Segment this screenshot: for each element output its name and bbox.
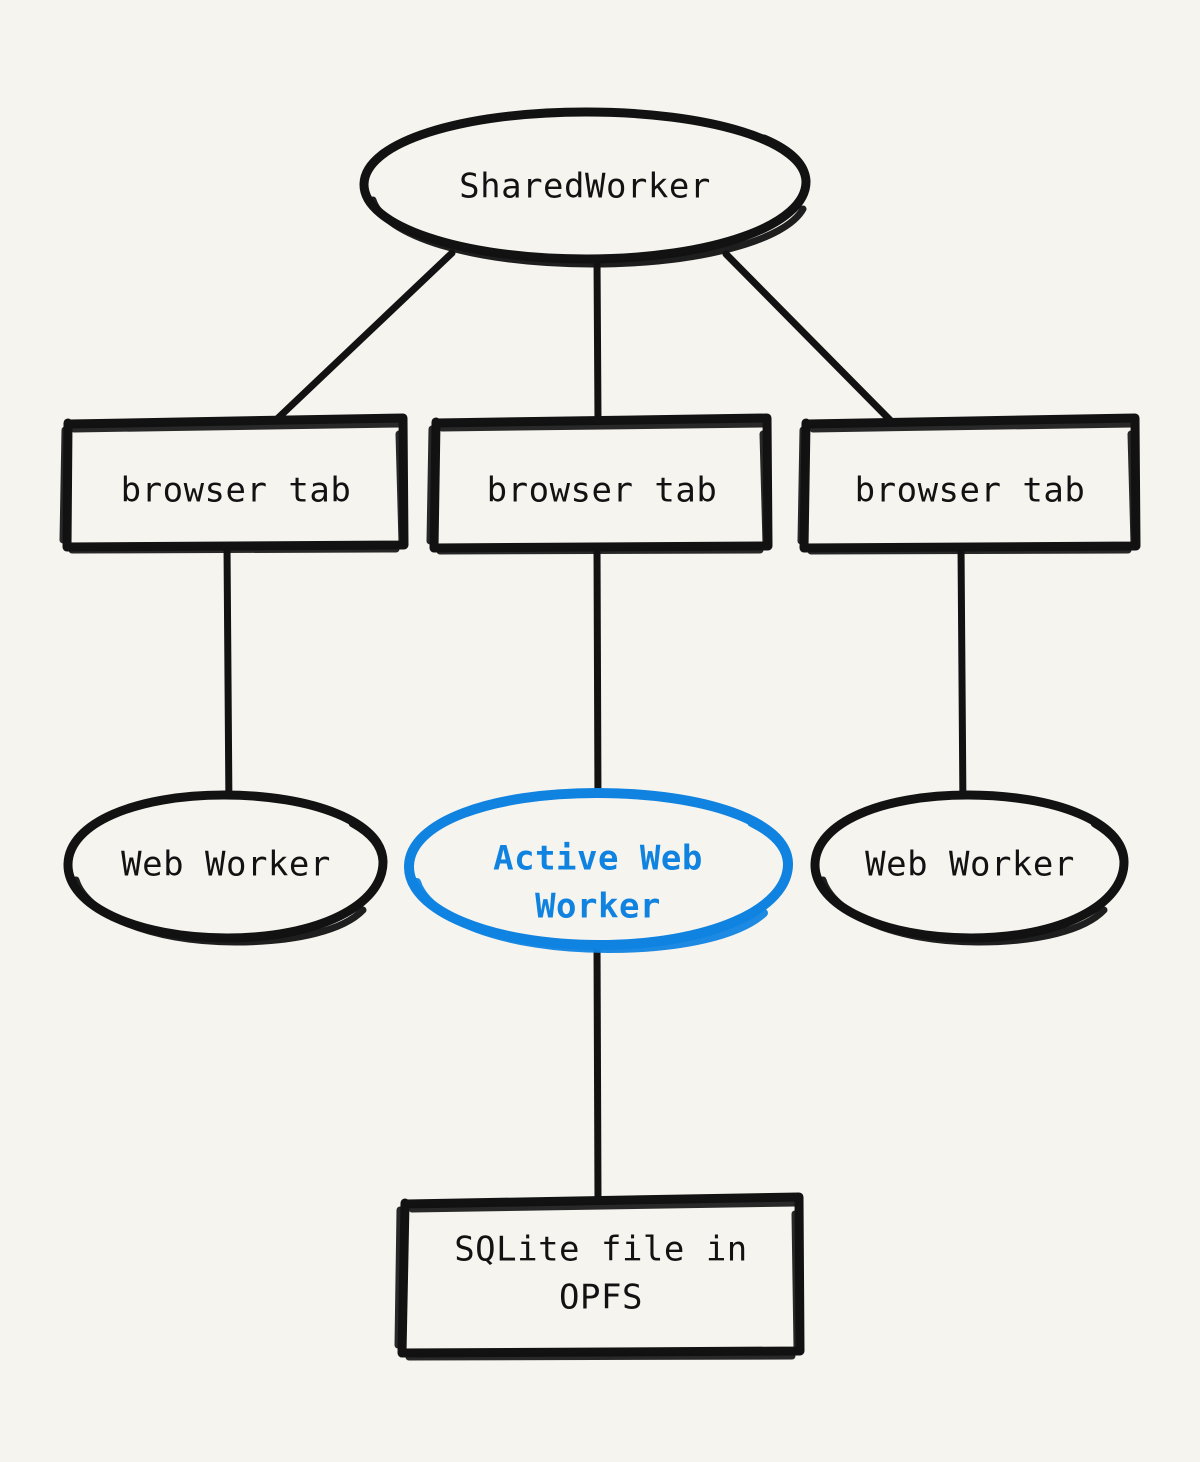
node-shared-worker[interactable]: SharedWorker	[359, 107, 811, 268]
edge-tab-center-to-worker-active	[593, 543, 602, 810]
worker-right-ellipse-fill	[815, 795, 1125, 937]
tab-right-label: browser tab	[855, 471, 1086, 511]
tab-right-rect-stroke-2	[797, 420, 1138, 555]
node-tab-center[interactable]: browser tab	[426, 413, 773, 555]
tab-right-rect-fill	[806, 419, 1136, 548]
sqlite-rect-stroke	[397, 1192, 805, 1358]
edge-group	[223, 249, 967, 1204]
tab-center-rect-fill	[436, 419, 768, 548]
edge-tab-right-to-worker-right	[957, 542, 967, 816]
tab-center-rect-stroke-2	[426, 420, 770, 555]
edge-sharedworker-to-tab-left	[272, 249, 456, 424]
worker-active-label-line1: Active Web	[493, 839, 703, 879]
shared-worker-ellipse-stroke-2	[369, 196, 807, 268]
sqlite-label-line2: OPFS	[559, 1278, 643, 1318]
edge-worker-active-to-sqlite	[593, 940, 602, 1204]
sqlite-rect-stroke-2	[394, 1199, 801, 1361]
worker-active-ellipse-stroke-2	[413, 878, 768, 953]
worker-left-ellipse-fill	[68, 795, 384, 937]
node-worker-right[interactable]: Web Worker	[810, 790, 1129, 946]
sqlite-rect-fill	[404, 1198, 800, 1353]
worker-active-ellipse-fill	[408, 792, 788, 944]
worker-active-label-line2: Worker	[535, 887, 661, 927]
sqlite-label-line1: SQLite file in	[454, 1230, 748, 1270]
node-worker-active[interactable]: Active Web Worker	[403, 788, 794, 953]
node-tab-left[interactable]: browser tab	[59, 413, 409, 554]
node-sqlite-file[interactable]: SQLite file in OPFS	[394, 1192, 805, 1361]
worker-left-ellipse-stroke-2	[72, 876, 367, 946]
tab-left-rect-fill	[68, 419, 404, 547]
shared-worker-ellipse-fill	[363, 113, 807, 259]
tab-center-label: browser tab	[487, 471, 718, 511]
edge-sharedworker-to-tab-center	[593, 254, 602, 425]
worker-right-label: Web Worker	[865, 845, 1075, 885]
worker-left-label: Web Worker	[121, 845, 331, 885]
edge-sharedworker-to-tab-right	[722, 250, 894, 424]
tab-left-rect-stroke-2	[59, 420, 406, 554]
worker-right-ellipse-stroke-2	[819, 876, 1108, 946]
node-tab-right[interactable]: browser tab	[797, 413, 1141, 555]
edge-tab-left-to-worker-left	[223, 542, 233, 816]
node-worker-left[interactable]: Web Worker	[63, 790, 388, 946]
tab-left-label: browser tab	[121, 471, 352, 511]
shared-worker-label: SharedWorker	[459, 167, 711, 207]
